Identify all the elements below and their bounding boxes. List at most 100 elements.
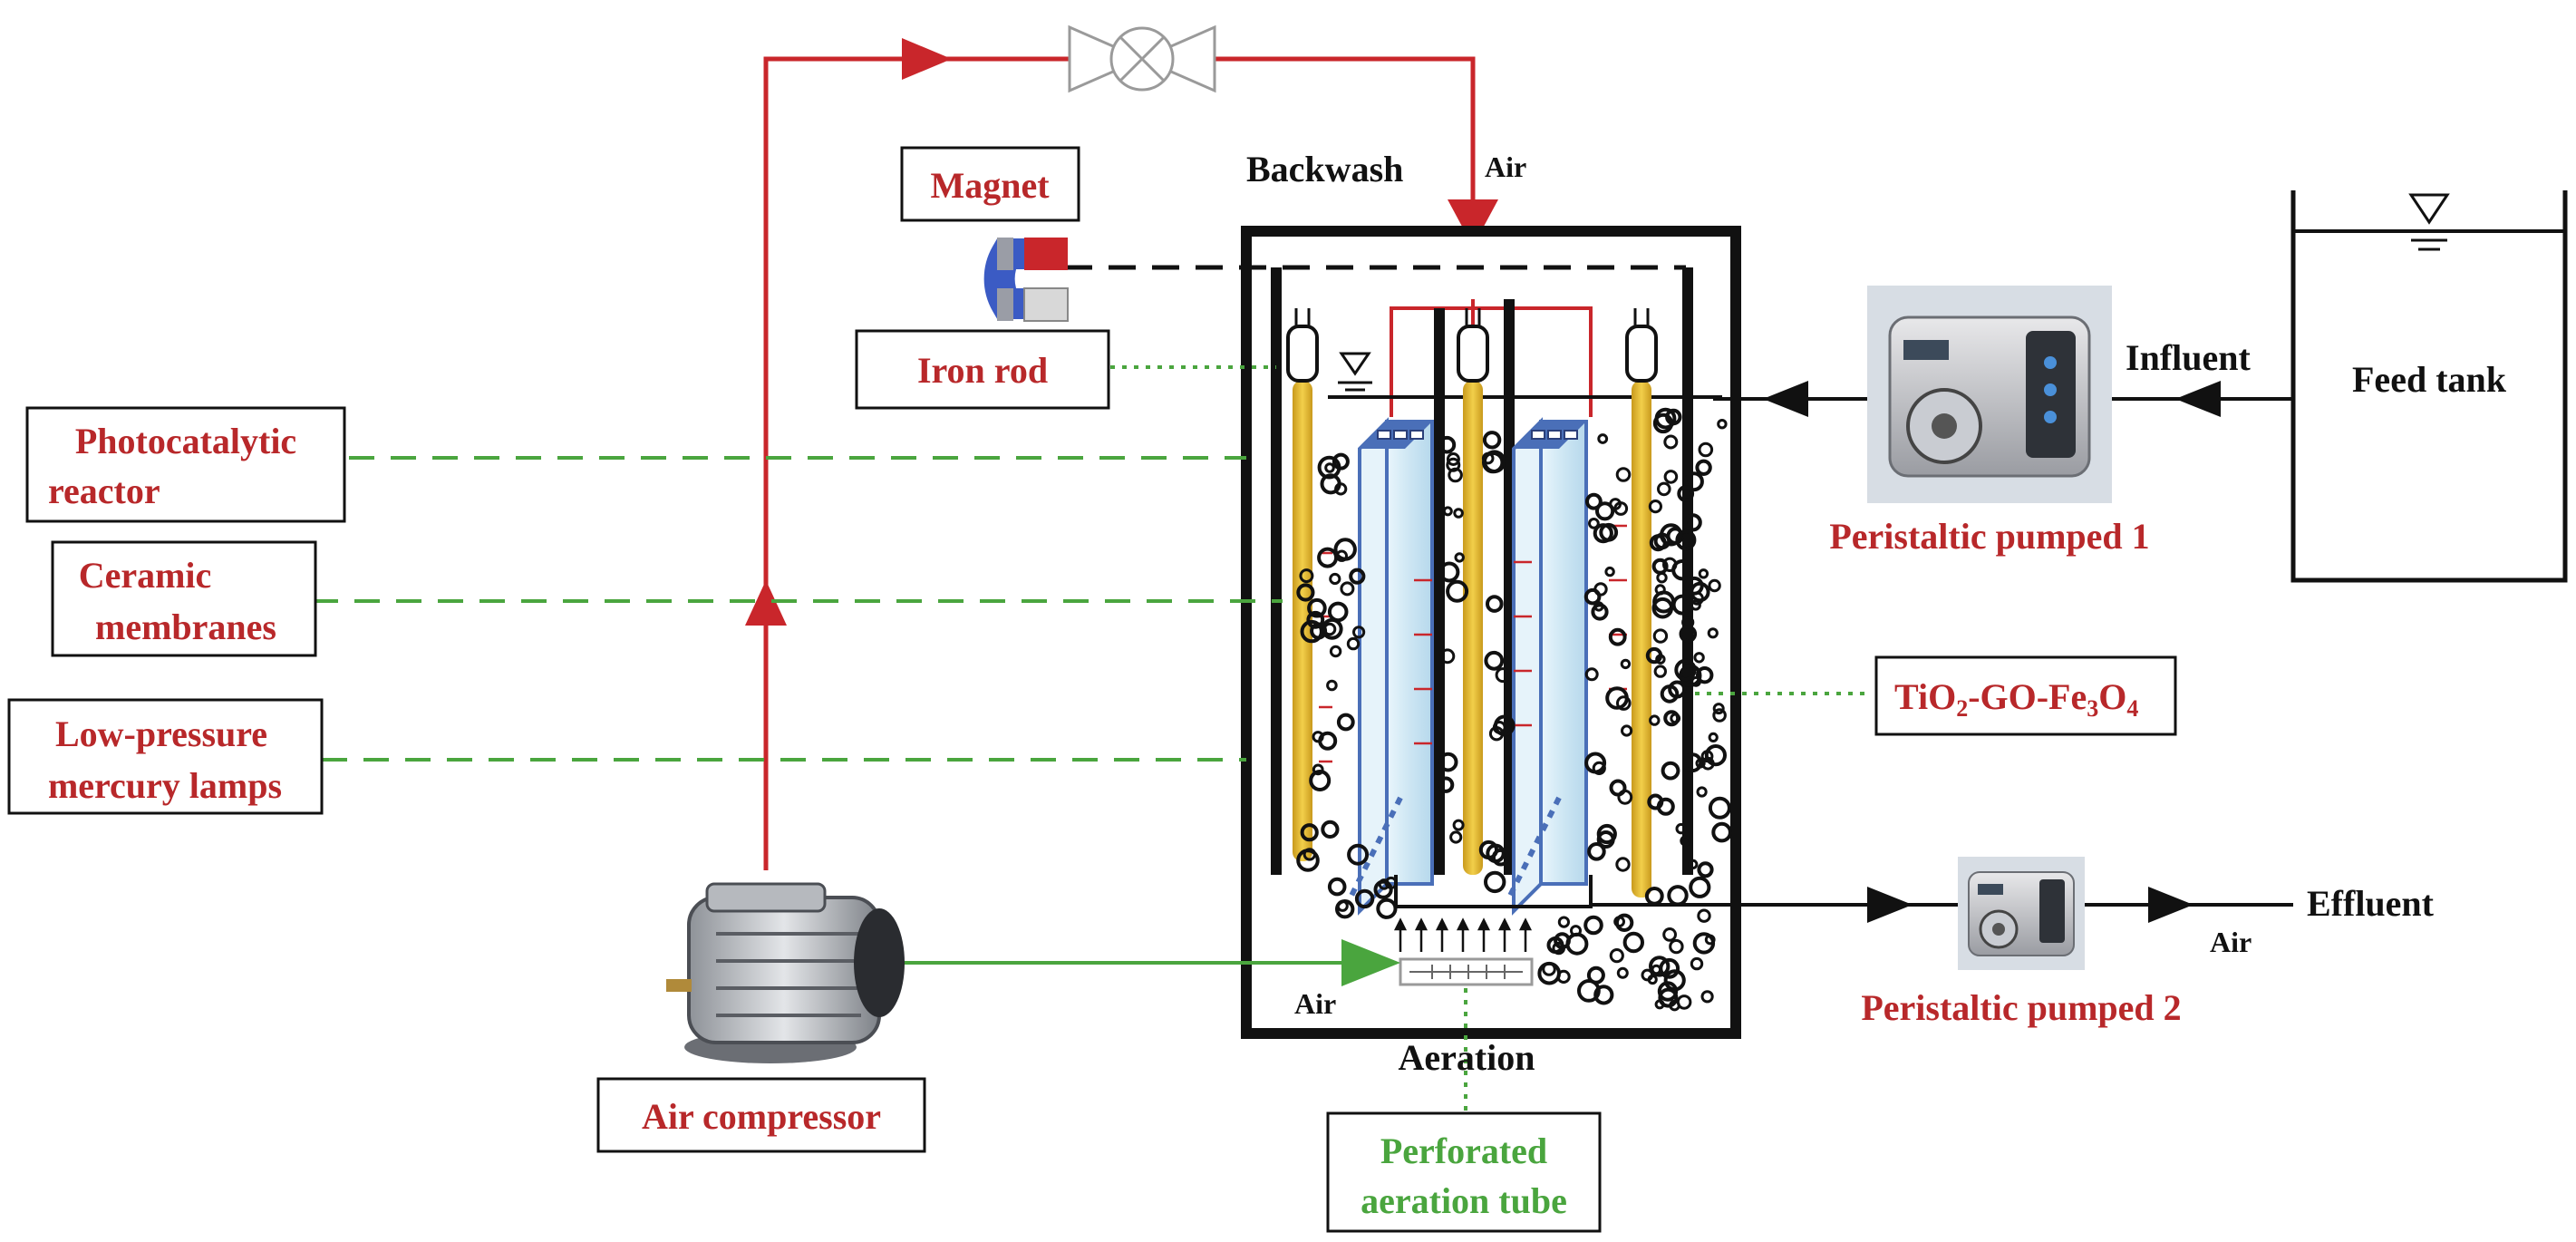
air-bubble xyxy=(1318,731,1338,751)
air-bubble xyxy=(1329,572,1341,586)
air-bubble xyxy=(1657,481,1671,497)
air-bubble xyxy=(1674,658,1697,682)
air-bubble xyxy=(1696,786,1708,798)
tio2-go-fe3o4-label: TiO2-GO-Fe3O4 xyxy=(1894,676,2138,722)
air-bubble xyxy=(1349,568,1366,585)
air-bubble xyxy=(1653,665,1668,678)
air-bubble xyxy=(1593,582,1608,597)
air-bubble xyxy=(1605,686,1629,710)
air-bubble xyxy=(1707,627,1719,639)
air-bubble xyxy=(1711,821,1732,843)
pump1-label: Peristaltic pumped 1 xyxy=(1829,516,2149,557)
uv-lamps xyxy=(1286,308,1658,898)
air-bubble xyxy=(1332,452,1350,471)
air-bubble xyxy=(1704,744,1728,767)
air-bubble xyxy=(1296,583,1315,602)
air-bubble xyxy=(1448,467,1463,483)
air-bubble xyxy=(1649,714,1661,726)
air-bubble xyxy=(1483,450,1506,474)
air-bubble xyxy=(1608,627,1627,646)
photocatalytic-label-line2: reactor xyxy=(48,471,160,511)
iron-rod-label: Iron rod xyxy=(917,350,1048,391)
magnet-label: Magnet xyxy=(930,165,1050,206)
air-bubble xyxy=(1688,859,1699,870)
air-bubble xyxy=(1317,455,1341,480)
air-bubble xyxy=(1537,961,1561,985)
air-bubble xyxy=(1663,710,1680,727)
air-bubble xyxy=(1299,568,1314,584)
air-bubble xyxy=(1677,485,1695,502)
air-bubble xyxy=(1700,990,1714,1004)
air-bubble xyxy=(1652,628,1669,644)
air-bubble xyxy=(1300,823,1319,842)
air-bubble xyxy=(1693,652,1705,664)
influent-arrow-2 xyxy=(2175,381,2221,417)
air-bubble xyxy=(1648,500,1663,514)
air-bubble xyxy=(1446,452,1460,466)
air-bubble xyxy=(1669,938,1684,955)
air-bubble xyxy=(1300,619,1323,644)
air-compressor-label: Air compressor xyxy=(642,1096,881,1137)
air-bubble xyxy=(1378,878,1390,890)
air-bubble xyxy=(1613,916,1625,927)
tio2-label-box: TiO2-GO-Fe3O4 xyxy=(1874,655,2177,736)
air-bubble xyxy=(1682,752,1703,773)
air-bubble xyxy=(1620,658,1632,670)
air-bubble xyxy=(1452,819,1465,831)
air-bubble xyxy=(1336,713,1355,732)
uv-lamp-1 xyxy=(1286,308,1319,861)
air-bubble xyxy=(1712,703,1725,715)
air-bubble xyxy=(1616,695,1632,711)
air-bubble xyxy=(1698,568,1709,579)
air-bubble xyxy=(1449,830,1463,844)
perforated-label-line1: Perforated xyxy=(1380,1130,1547,1171)
air-bubble xyxy=(1658,987,1679,1008)
air-bubble xyxy=(1661,761,1680,781)
air-bubble xyxy=(1438,435,1457,454)
air-bubble xyxy=(1570,925,1582,937)
air-bubble xyxy=(1585,492,1603,510)
air-bubble xyxy=(1597,433,1609,444)
air-bubble xyxy=(1616,966,1629,979)
air-bubble xyxy=(1663,470,1679,484)
feed-tank-label: Feed tank xyxy=(2352,359,2507,400)
air-bubble xyxy=(1329,645,1342,658)
air-bubble xyxy=(1303,848,1317,861)
aeration-air-arrow xyxy=(1341,939,1400,986)
air-bubble xyxy=(1484,870,1506,894)
photocatalytic-label-line1: Photocatalytic xyxy=(75,421,296,461)
air-bubble xyxy=(1596,830,1615,849)
air-bubble xyxy=(1442,506,1453,517)
air-bubble xyxy=(1437,776,1455,793)
air-bubble xyxy=(1599,522,1619,542)
air-bubble xyxy=(1641,968,1654,982)
air-bubble xyxy=(1312,763,1324,776)
air-aeration-label: Air xyxy=(1294,987,1336,1020)
ceramic-membrane-right xyxy=(1512,417,1588,916)
air-bubble xyxy=(1309,770,1332,791)
air-bubble xyxy=(1680,835,1691,847)
peristaltic-pump-2-icon[interactable] xyxy=(1958,857,2085,970)
air-bubble xyxy=(1482,431,1502,450)
air-bubble xyxy=(1494,714,1516,737)
air-down-arrow xyxy=(1448,199,1498,247)
air-bubble xyxy=(1324,462,1335,473)
horseshoe-magnet-icon xyxy=(983,238,1069,322)
aeration-arrows xyxy=(1393,917,1533,952)
air-compressor-icon[interactable] xyxy=(666,882,905,1063)
air-bubble xyxy=(1347,843,1370,866)
air-bubble xyxy=(1326,679,1338,692)
backwash-label: Backwash xyxy=(1246,149,1403,189)
air-bubble xyxy=(1322,622,1337,636)
air-bubble xyxy=(1653,532,1671,550)
air-bubble xyxy=(1321,820,1340,839)
uv-lamp-3 xyxy=(1625,308,1658,898)
air-effluent-label: Air xyxy=(2210,926,2252,958)
air-bubble xyxy=(1438,561,1460,583)
peristaltic-pump-1-icon[interactable] xyxy=(1867,286,2112,503)
air-bubble xyxy=(1679,664,1702,687)
pump2-label: Peristaltic pumped 2 xyxy=(1861,987,2181,1028)
valve-icon[interactable] xyxy=(1068,24,1216,93)
air-bubble xyxy=(1354,888,1375,909)
air-bubble xyxy=(1593,985,1614,1005)
